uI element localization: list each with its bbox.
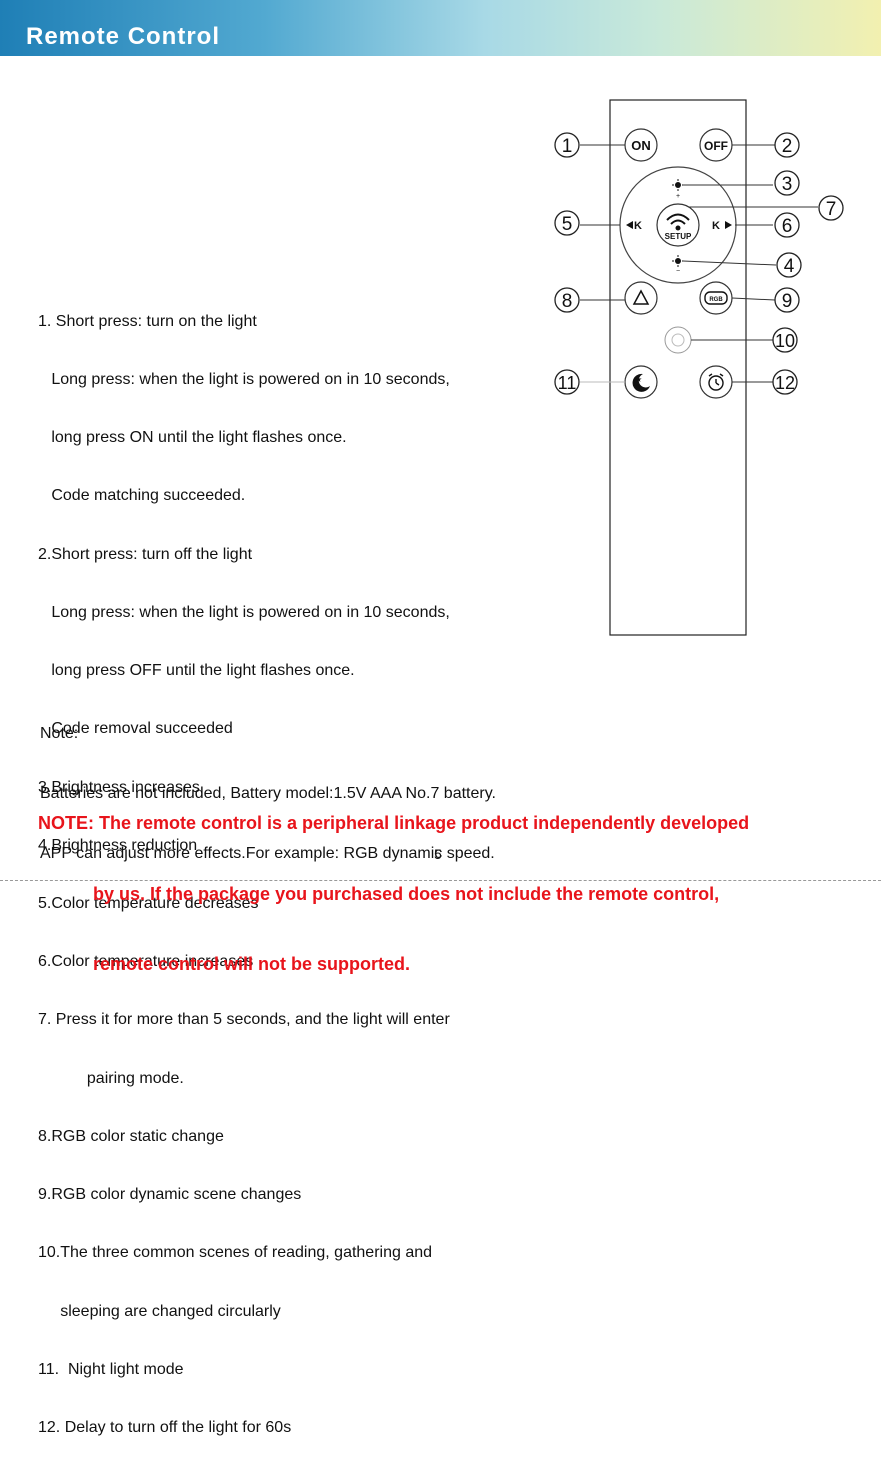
svg-text:5: 5	[562, 214, 573, 235]
off-button-label: OFF	[704, 139, 728, 153]
svg-text:6: 6	[782, 216, 793, 237]
callout-1: 1	[554, 132, 580, 158]
svg-text:RGB: RGB	[709, 297, 723, 303]
on-button-label: ON	[631, 138, 651, 153]
callout-4: 4	[776, 252, 802, 278]
instruction-line: long press OFF until the light flashes o…	[38, 662, 355, 680]
warning-line: by us. If the package you purchased does…	[38, 883, 720, 904]
instruction-line: 4.Brightness reduction	[38, 836, 198, 854]
callout-8: 8	[554, 287, 580, 313]
instruction-line: 12. Delay to turn off the light for 60s	[38, 1418, 292, 1436]
rgb-dynamic-button[interactable]: RGB	[699, 281, 733, 315]
svg-text:12: 12	[775, 373, 795, 393]
callout-12: 12	[772, 369, 798, 395]
instruction-line: 3.Brightness increases	[38, 778, 200, 796]
svg-text:+: +	[676, 193, 680, 200]
note-heading: Note:	[40, 725, 79, 742]
instruction-line: sleeping are changed circularly	[38, 1302, 281, 1320]
svg-text:10: 10	[775, 331, 795, 351]
svg-text:3: 3	[782, 174, 793, 195]
off-button[interactable]: OFF	[699, 128, 733, 162]
callout-11: 11	[554, 369, 580, 395]
setup-button-label: SETUP	[665, 232, 692, 241]
callout-3: 3	[774, 170, 800, 196]
instruction-line: Code matching succeeded.	[38, 487, 246, 505]
svg-text:7: 7	[826, 199, 837, 220]
callout-leaders	[580, 144, 818, 383]
remote-diagram: ON OFF + − K	[554, 99, 844, 636]
callout-7: 7	[818, 195, 844, 221]
rgb-static-button[interactable]	[624, 281, 658, 315]
warning-line: remote control will not be supported.	[38, 954, 411, 974]
brightness-up-button[interactable]: +	[672, 179, 684, 200]
instruction-line: 7. Press it for more than 5 seconds, and…	[38, 1011, 450, 1029]
instruction-line: 8.RGB color static change	[38, 1127, 224, 1145]
note-section: Note: Batteries are not included, Batter…	[40, 684, 496, 884]
svg-text:K: K	[712, 220, 720, 232]
svg-text:★: ★	[635, 375, 642, 384]
sun-icon: −	[672, 255, 684, 275]
svg-text:−: −	[676, 268, 680, 275]
svg-text:2: 2	[782, 136, 793, 157]
svg-text:1: 1	[562, 136, 573, 157]
color-temp-increase-button[interactable]: K	[712, 220, 732, 232]
on-button[interactable]: ON	[624, 128, 658, 162]
recycle-icon	[632, 289, 650, 305]
svg-text:9: 9	[782, 291, 793, 312]
instruction-line: pairing mode.	[38, 1069, 184, 1087]
callout-2: 2	[774, 132, 800, 158]
warning-line: NOTE: The remote control is a peripheral…	[38, 813, 750, 833]
color-temp-decrease-button[interactable]: K	[626, 220, 642, 232]
delay-off-button[interactable]	[699, 365, 733, 399]
instruction-line: 9.RGB color dynamic scene changes	[38, 1186, 302, 1204]
scene-cycle-button[interactable]	[664, 326, 692, 354]
instruction-line: long press ON until the light flashes on…	[38, 429, 347, 447]
svg-text:K: K	[634, 220, 642, 232]
page-header: Remote Control	[0, 0, 881, 56]
page-number: 5	[434, 846, 442, 862]
svg-text:11: 11	[558, 373, 577, 393]
svg-text:8: 8	[562, 291, 573, 312]
rgb-cycle-icon: RGB	[704, 291, 728, 305]
svg-text:4: 4	[784, 256, 795, 277]
bottom-divider	[0, 880, 881, 882]
instruction-line: 1. Short press: turn on the light	[38, 312, 257, 330]
instruction-line: 11. Night light mode	[38, 1360, 184, 1378]
note-line: APP can adjust more effects.For example:…	[40, 845, 495, 862]
night-light-button[interactable]: ★	[624, 365, 658, 399]
callout-5: 5	[554, 210, 580, 236]
sun-icon: +	[672, 179, 684, 200]
callout-6: 6	[774, 212, 800, 238]
page-title: Remote Control	[26, 23, 220, 50]
right-arrow-icon	[725, 221, 732, 229]
left-arrow-icon	[626, 221, 633, 229]
callout-9: 9	[774, 287, 800, 313]
alarm-clock-icon	[708, 373, 724, 391]
callout-10: 10	[772, 327, 798, 353]
instruction-line: 10.The three common scenes of reading, g…	[38, 1244, 433, 1262]
moon-star-icon: ★	[632, 373, 650, 392]
brightness-down-button[interactable]: −	[672, 255, 684, 275]
warning-note: NOTE: The remote control is a peripheral…	[38, 765, 749, 1000]
instruction-line: 2.Short press: turn off the light	[38, 545, 253, 563]
scene-cycle-icon	[671, 333, 685, 347]
instruction-line: Long press: when the light is powered on…	[38, 603, 450, 621]
setup-button[interactable]: SETUP	[656, 203, 700, 247]
instruction-line: Long press: when the light is powered on…	[38, 371, 450, 389]
wifi-icon	[666, 213, 690, 231]
note-line: Batteries are not included, Battery mode…	[40, 785, 496, 802]
instruction-line: Code removal succeeded	[38, 720, 233, 738]
